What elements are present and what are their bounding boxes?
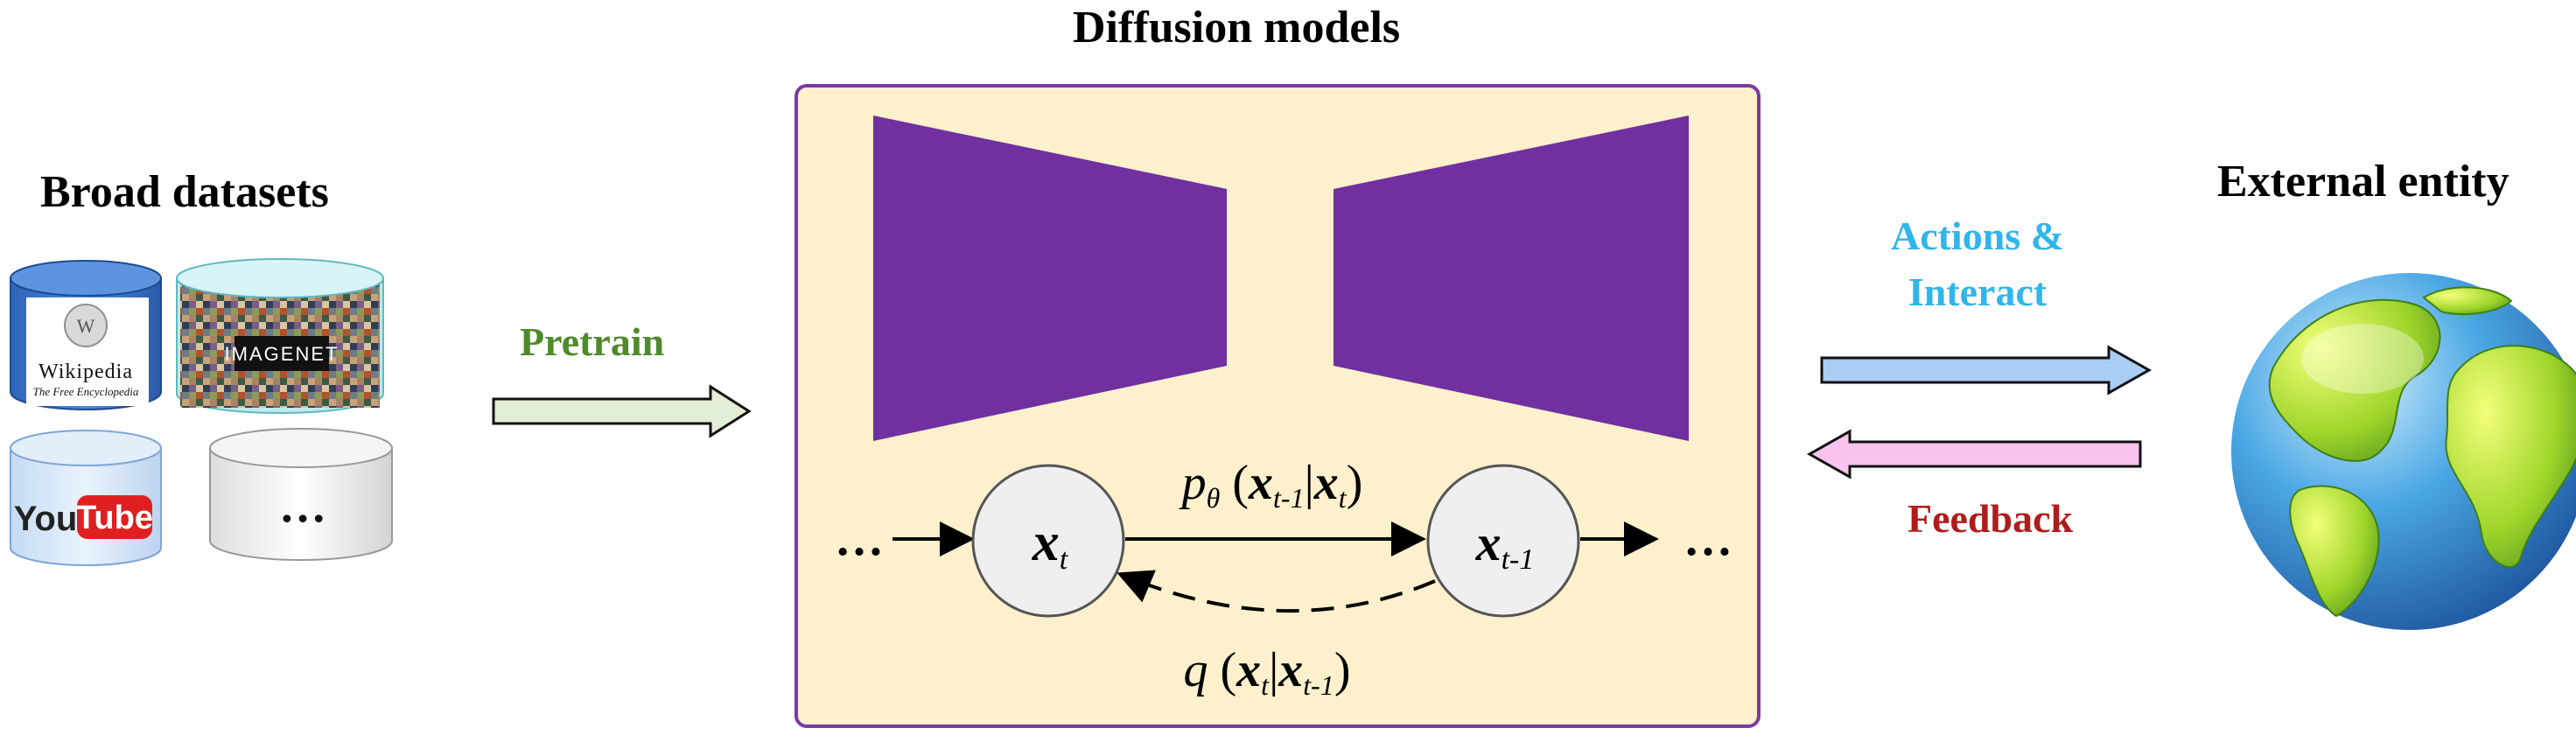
pretrain-label: Pretrain bbox=[520, 319, 665, 364]
imagenet-logo: IMAGENET bbox=[225, 343, 340, 365]
unet-decoder bbox=[1334, 116, 1689, 441]
chain-left-ellipsis: … bbox=[835, 512, 884, 566]
more-ellipsis: … bbox=[279, 480, 326, 532]
wikipedia-dataset: W Wikipedia The Free Encyclopedia bbox=[10, 260, 162, 410]
more-datasets: … bbox=[209, 428, 393, 561]
actions-label-line2: Interact bbox=[1908, 270, 2048, 314]
feedback-arrow bbox=[1806, 429, 2142, 480]
datasets-title: Broad datasets bbox=[40, 167, 329, 217]
youtube-you: You bbox=[14, 500, 78, 538]
wikipedia-tagline: The Free Encyclopedia bbox=[33, 385, 139, 398]
reverse-transition-label: q (xt|xt-1) bbox=[1184, 643, 1351, 701]
diffusion-title: Diffusion models bbox=[1073, 3, 1401, 52]
youtube-tube: Tube bbox=[76, 500, 153, 536]
node-xt-label: xt bbox=[1032, 513, 1069, 576]
pretrain-arrow bbox=[492, 384, 752, 438]
wikipedia-wordmark: Wikipedia bbox=[38, 360, 133, 383]
node-xt-1 bbox=[1426, 464, 1580, 618]
actions-arrow bbox=[1820, 345, 2152, 396]
youtube-logo-box bbox=[77, 495, 152, 539]
feedback-label: Feedback bbox=[1908, 496, 2074, 541]
earth-globe-icon bbox=[2231, 273, 2576, 630]
svg-text:W: W bbox=[77, 315, 95, 337]
wikipedia-globe-icon bbox=[64, 304, 108, 347]
chain-right-ellipsis: … bbox=[1684, 512, 1732, 566]
forward-transition-label: pθ (xt-1|xt) bbox=[1179, 456, 1363, 514]
external-title: External entity bbox=[2217, 157, 2510, 206]
youtube-dataset: You Tube bbox=[10, 430, 162, 566]
actions-label: Actions & Interact bbox=[1855, 208, 2100, 320]
reverse-arrow bbox=[1116, 570, 1436, 613]
actions-label-line1: Actions & bbox=[1890, 214, 2065, 258]
imagenet-dataset: IMAGENET bbox=[176, 258, 384, 414]
node-xt-1-label: xt-1 bbox=[1475, 514, 1535, 576]
unet-encoder bbox=[873, 116, 1227, 441]
node-xt bbox=[971, 464, 1125, 618]
